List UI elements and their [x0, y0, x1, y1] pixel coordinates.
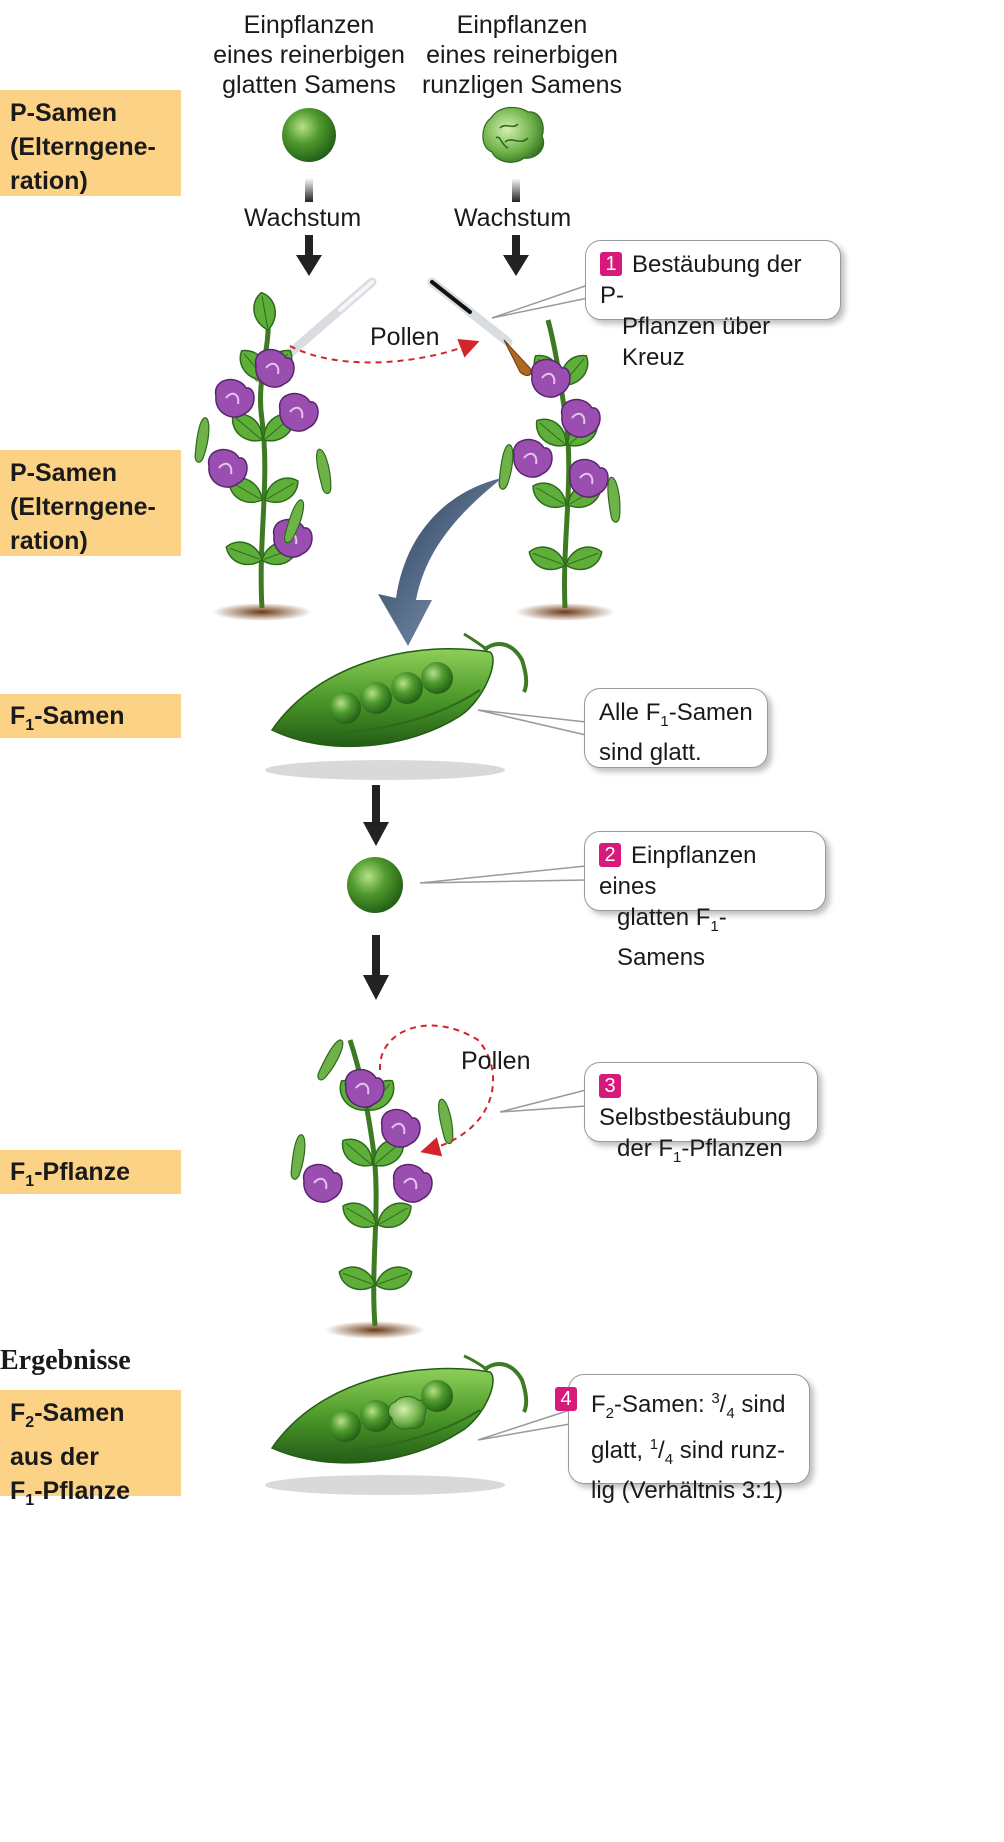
- callout-2-line-2: glatten F1-Samens: [617, 904, 727, 971]
- growth-label-left: Wachstum: [244, 204, 362, 232]
- arrow-seed-to-plant: [363, 935, 389, 1000]
- callout-all-smooth: Alle F1-Samen sind glatt.: [584, 688, 768, 768]
- top-right-caption: Einpflanzen eines reinerbigen runzligen …: [421, 11, 623, 99]
- callout-2-badge: 2: [599, 843, 621, 867]
- callout-4-line-1: F2-Samen: 3/4 sind: [591, 1390, 786, 1422]
- stage-label-f2-seeds: F2-Samen aus der F1-Pflanze: [0, 1390, 181, 1509]
- arrow-pod-to-seed: [363, 785, 389, 846]
- smooth-pea-seed-icon: [282, 108, 336, 162]
- callout-all-pointer: [477, 709, 587, 736]
- callout-4-badge: 4: [555, 1387, 577, 1411]
- pollen-cross-arrow: [289, 338, 480, 364]
- stage-label-f1-plant: F1-Pflanze: [0, 1150, 181, 1194]
- callout-3-badge: 3: [599, 1074, 621, 1098]
- stage-label-f1-seeds: F1-Samen: [0, 694, 181, 738]
- brush-right-icon: [427, 277, 532, 376]
- callout-1-pointer: [491, 283, 589, 319]
- wrinkled-pea-seed-icon: [482, 106, 545, 163]
- p-plant-right-icon: [496, 319, 623, 621]
- callout-2-pointer: [419, 865, 587, 884]
- top-left-caption: Einpflanzen eines reinerbigen glatten Sa…: [213, 11, 405, 99]
- callout-all-line-1: Alle F1-Samen: [599, 699, 753, 730]
- results-heading: Ergebnisse: [0, 1345, 131, 1376]
- growth-arrow-right: [503, 178, 529, 276]
- callout-4-pointer: [477, 1408, 571, 1441]
- callout-1-badge: 1: [600, 252, 622, 276]
- curved-transfer-arrow: [378, 478, 502, 646]
- growth-label-right: Wachstum: [454, 204, 572, 232]
- f1-seeds-text: F1-Samen: [10, 702, 125, 734]
- stage-label-p-plants: P-Samen (Elterngene- ration): [0, 450, 181, 556]
- growth-arrow-left: [296, 178, 322, 276]
- f1-pea-pod-icon: [265, 632, 529, 780]
- f1-plant-icon: [288, 1037, 456, 1339]
- callout-4: 4 F2-Samen: 3/4 sind glatt, 1/4 sind run…: [555, 1374, 810, 1504]
- callout-3-pointer: [499, 1089, 587, 1113]
- pollen-label-self: Pollen: [461, 1047, 531, 1075]
- callout-4-line-2: glatt, 1/4 sind runz-: [591, 1435, 786, 1468]
- f1-smooth-seed-icon: [347, 857, 403, 913]
- f2-from-f1-text: F1-Pflanze: [10, 1477, 131, 1509]
- f2-pea-pod-icon: [265, 1354, 529, 1495]
- stage-label-p-seeds: P-Samen (Elterngene- ration): [0, 90, 181, 196]
- f1-plant-text: F1-Pflanze: [10, 1158, 131, 1190]
- callout-3-line-2: der F1-Pflanzen: [617, 1135, 783, 1166]
- pollen-label-cross: Pollen: [370, 323, 440, 351]
- self-pollination-arrow: [378, 1024, 495, 1157]
- p-plant-left-icon: [192, 290, 334, 621]
- callout-3: 3Selbstbestäubung der F1-Pflanzen: [584, 1062, 818, 1166]
- f2-seeds-text: F2-Samen: [10, 1399, 125, 1431]
